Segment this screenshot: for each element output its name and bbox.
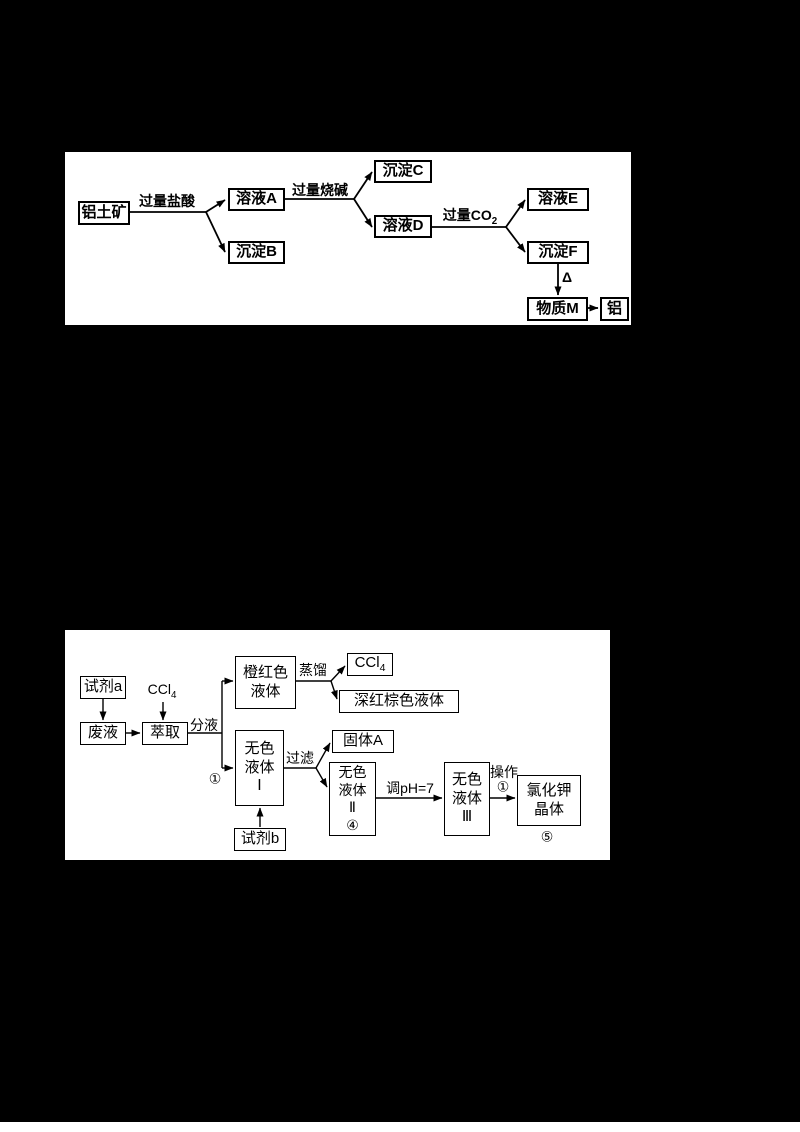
label-delta: Δ [561,269,573,285]
label-ccl4-added: CCl4 [147,681,177,701]
bottom-strip [0,1122,800,1132]
node-colorless-liquid-2: 无色 液体 Ⅱ ④ [329,762,376,836]
label-excess-co2: 过量CO2 [442,207,498,227]
node-dark-red-brown-liquid: 深红棕色液体 [339,690,459,713]
label-operation: 操作 [490,764,518,780]
node-solution-a-label: 溶液A [236,190,277,208]
node-kcl-crystal: 氯化钾 晶体 [517,775,581,826]
node-precipitate-f-label: 沉淀F [538,243,578,261]
node-reagent-a-label: 试剂a [83,678,123,696]
node-substance-m: 物质M [527,297,588,321]
node-orange-red-liquid: 橙红色 液体 [235,656,296,709]
label-step5: ⑤ [540,828,554,845]
node-aluminum: 铝 [600,297,629,321]
node-colorless-liquid-1-label: 无色 液体 Ⅰ [244,739,275,795]
node-reagent-a: 试剂a [80,676,126,699]
node-substance-m-label: 物质M [536,299,579,317]
node-ccl4-label: CCl4 [354,653,386,674]
node-reagent-b: 试剂b [234,828,286,851]
node-aluminum-label: 铝 [606,299,622,317]
node-kcl-crystal-label: 氯化钾 晶体 [526,781,572,818]
node-solution-e-label: 溶液E [537,190,578,208]
label-operation-step: ① [496,778,510,795]
label-filtration: 过滤 [286,750,314,766]
node-solid-a: 固体A [332,730,394,753]
node-solution-a: 溶液A [228,188,285,211]
node-ccl4: CCl4 [347,653,393,676]
node-orange-red-liquid-label: 橙红色 液体 [242,663,288,700]
node-colorless-liquid-3-label: 无色 液体 Ⅲ [451,770,482,826]
node-waste-liquid: 废液 [80,722,126,745]
node-colorless-liquid-2-label: 无色 液体 Ⅱ ④ [338,764,367,833]
node-precipitate-b-label: 沉淀B [236,243,277,261]
node-bauxite: 铝土矿 [78,201,130,225]
node-colorless-liquid-3: 无色 液体 Ⅲ [444,762,490,836]
node-extraction-label: 萃取 [149,724,180,742]
label-excess-hcl: 过量盐酸 [139,193,195,209]
node-solution-d-label: 溶液D [382,217,424,235]
label-adjust-ph: 调pH=7 [386,780,434,796]
node-solid-a-label: 固体A [342,732,383,750]
node-extraction: 萃取 [142,722,188,745]
node-bauxite-label: 铝土矿 [81,203,127,221]
label-distillation: 蒸馏 [299,662,327,678]
node-precipitate-c-label: 沉淀C [382,162,424,180]
node-precipitate-f: 沉淀F [527,241,589,264]
label-separation: 分液 [190,717,218,733]
node-precipitate-b: 沉淀B [228,241,285,264]
node-colorless-liquid-1: 无色 液体 Ⅰ [235,730,284,806]
node-solution-e: 溶液E [527,188,589,211]
node-solution-d: 溶液D [374,215,432,238]
node-waste-liquid-label: 废液 [87,724,118,742]
flowchart-panel-1 [65,152,631,325]
label-excess-naoh: 过量烧碱 [292,182,348,198]
node-reagent-b-label: 试剂b [240,830,280,848]
label-step1: ① [208,770,222,787]
node-dark-red-brown-liquid-label: 深红棕色液体 [353,692,444,710]
node-precipitate-c: 沉淀C [374,160,432,183]
